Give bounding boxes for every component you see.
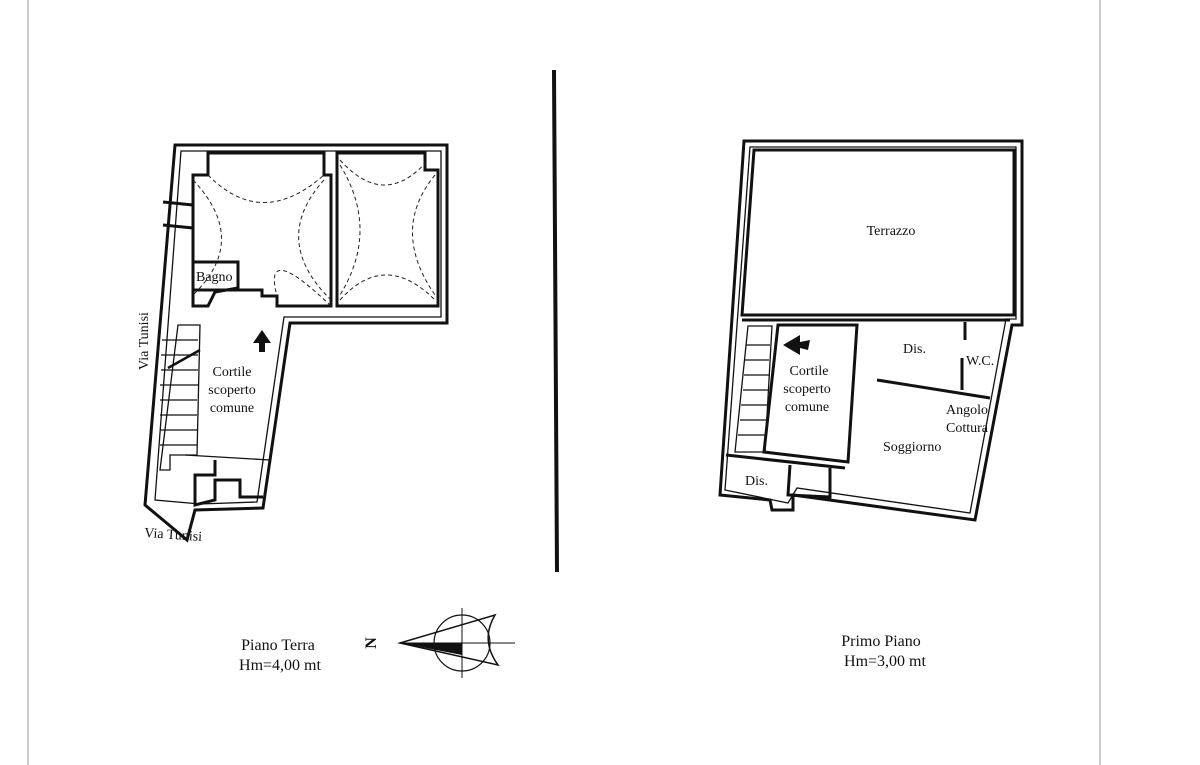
room-label-cortile-1: Cortile <box>213 365 252 380</box>
street-label-bottom: Via Tunisi <box>144 526 203 545</box>
compass-north-label: N <box>363 637 380 649</box>
street-label-side: Via Tunisi <box>137 312 152 370</box>
entrance-arrow-icon <box>253 330 271 352</box>
room-label-dis: Dis. <box>903 342 926 357</box>
first-floor-title: Primo Piano <box>841 633 921 650</box>
entrance-arrow-icon <box>783 335 810 355</box>
room-label-cortile-ff-2: scoperto <box>783 382 830 397</box>
ground-floor-height: Hm=4,00 mt <box>239 657 321 674</box>
ground-floor-title: Piano Terra <box>241 637 315 654</box>
room-label-dis-lower: Dis. <box>745 474 768 489</box>
plan-divider <box>552 69 559 573</box>
room-label-angolo: Angolo <box>946 403 988 418</box>
room-label-wc: W.C. <box>966 354 994 369</box>
room-label-bagno: Bagno <box>196 270 233 285</box>
room-label-soggiorno: Soggiorno <box>883 440 941 455</box>
north-compass-icon <box>397 608 515 678</box>
ground-floor-plan <box>143 143 449 543</box>
room-label-terrazzo: Terrazzo <box>867 224 916 239</box>
room-label-cortile-3: comune <box>210 401 254 416</box>
room-label-cortile-2: scoperto <box>208 383 255 398</box>
first-floor-plan <box>718 139 1024 522</box>
first-floor-height: Hm=3,00 mt <box>844 653 926 670</box>
room-label-cortile-ff-3: comune <box>785 400 829 415</box>
room-label-cortile-ff-1: Cortile <box>790 364 829 379</box>
room-label-cottura: Cottura <box>946 421 989 436</box>
